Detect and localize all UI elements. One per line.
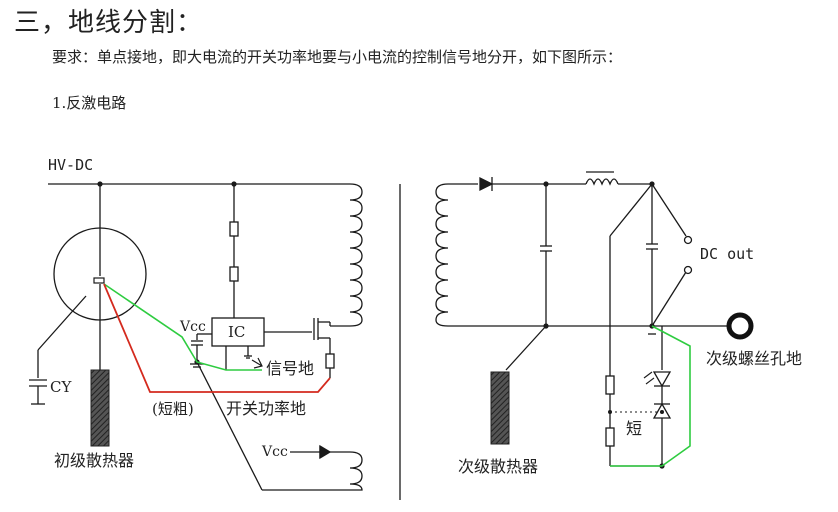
signal-ground-trace (103, 283, 262, 371)
dc-out-label: DC out (700, 245, 754, 263)
switch-power-ground-label: 开关功率地 (226, 399, 306, 418)
requirement-text: 要求：单点接地，即大电流的开关功率地要与小电流的控制信号地分开，如下图所示： (52, 48, 623, 66)
primary-heatsink (90, 369, 110, 447)
primary-winding (349, 183, 363, 327)
ic-label: IC (228, 323, 245, 341)
secondary-heatsink-label: 次级散热器 (458, 457, 538, 476)
primary-junction-dots (97, 181, 237, 365)
secondary-junction-dots (543, 181, 665, 469)
short-thick-label: (短粗) (152, 400, 194, 418)
resistor-r1 (229, 221, 239, 237)
secondary-circuit (435, 171, 728, 467)
short-label: 短 (626, 419, 642, 438)
signal-ground-label: 信号地 (266, 359, 314, 378)
vcc-aux-label: Vcc (261, 444, 288, 460)
secondary-winding (435, 183, 449, 327)
primary-heatsink-label: 初级散热器 (54, 451, 134, 470)
output-inductor (585, 178, 619, 186)
section-title: 1.反激电路 (52, 94, 127, 112)
screw-hole-ground-icon (726, 312, 754, 340)
cy-label: CY (50, 378, 72, 396)
resistor-r2 (229, 266, 239, 282)
primary-circuit (29, 183, 363, 491)
power-ground-trace (103, 283, 331, 393)
sense-resistor (325, 353, 335, 369)
tab-marker (93, 277, 105, 284)
aux-winding (349, 451, 363, 491)
hv-dc-label: HV-DC (48, 156, 93, 174)
secondary-ground-trace (610, 325, 691, 467)
page-heading: 三，地线分割： (14, 8, 204, 38)
secondary-screw-ground-label: 次级螺丝孔地 (706, 349, 802, 368)
vcc-ic-label: Vcc (179, 319, 206, 335)
secondary-heatsink (490, 371, 510, 445)
led-emission-arrows (643, 371, 655, 385)
